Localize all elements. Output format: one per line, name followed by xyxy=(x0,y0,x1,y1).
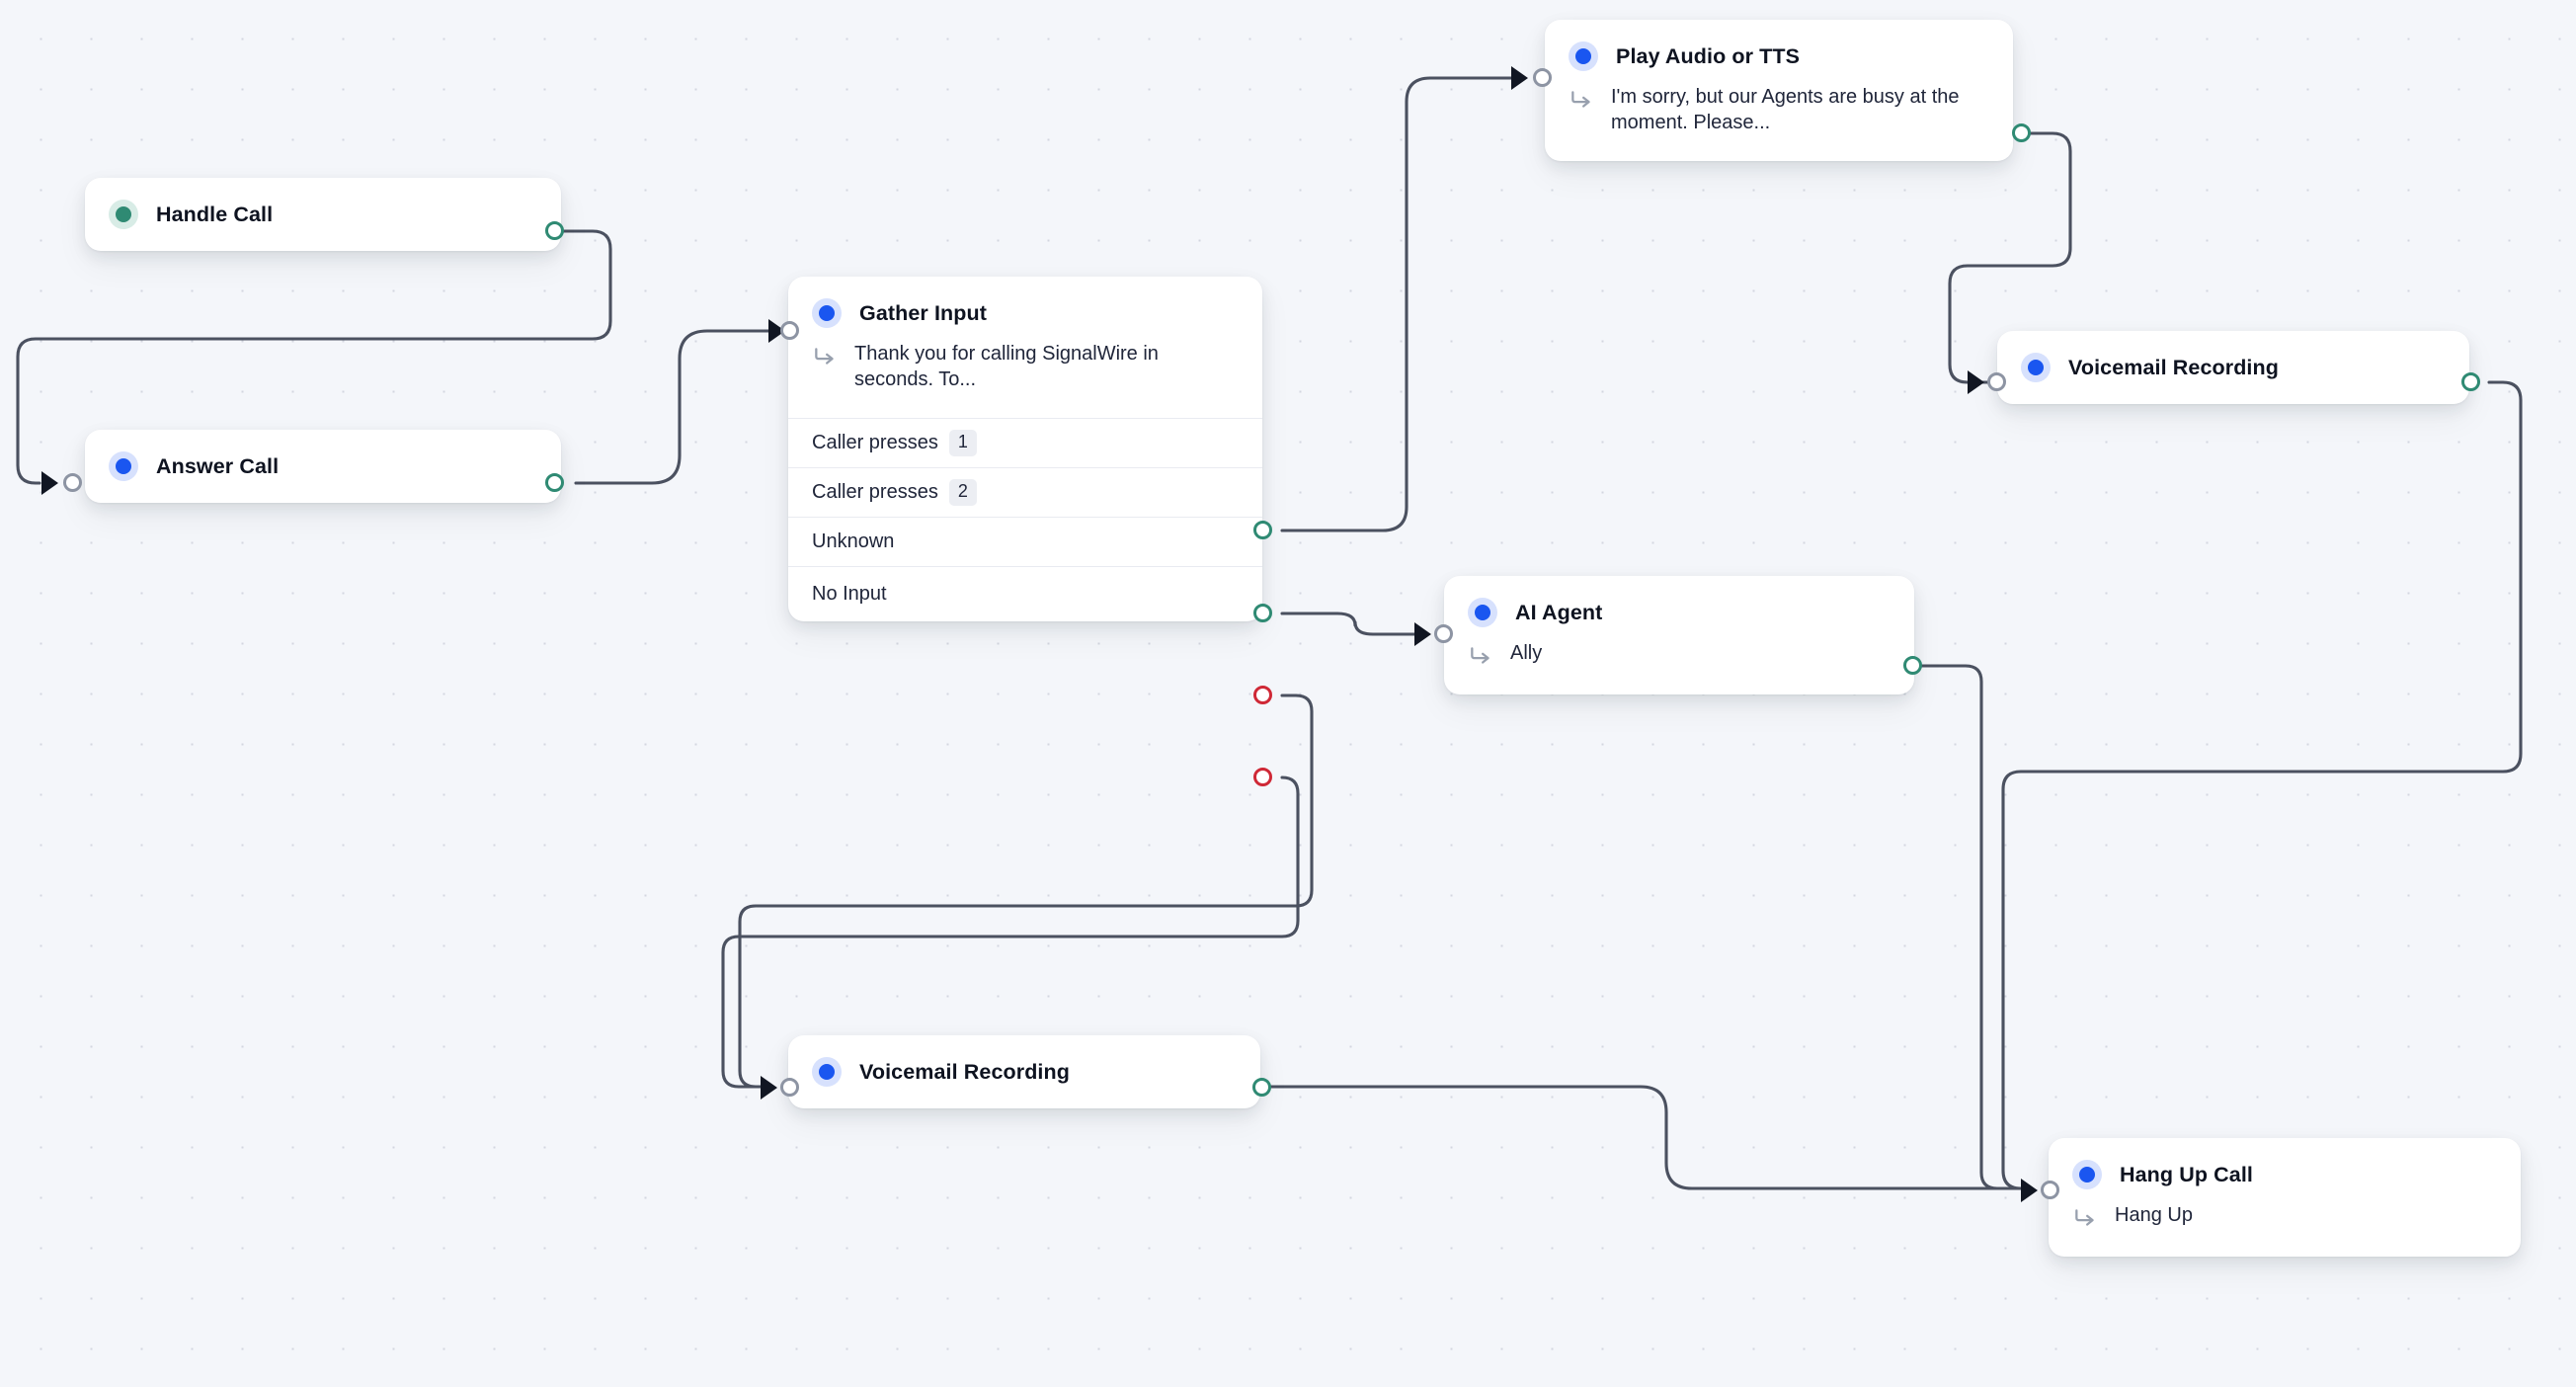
status-dot-blue-icon xyxy=(2072,1160,2102,1189)
arrow-turn-down-right-icon xyxy=(1569,87,1594,113)
edge-presses-1-to-play-audio xyxy=(1280,76,1513,532)
option-row-caller-presses-2[interactable]: Caller presses 2 xyxy=(788,467,1262,517)
node-subtitle-row: Ally xyxy=(1444,641,1914,694)
port-out-answer-call[interactable] xyxy=(545,473,564,492)
option-row-caller-presses-1[interactable]: Caller presses 1 xyxy=(788,418,1262,467)
node-title: Answer Call xyxy=(156,453,280,478)
port-in-hang-up-call[interactable] xyxy=(2041,1181,2059,1199)
arrow-head-voicemail-bottom-in xyxy=(761,1076,777,1100)
status-dot-blue-icon xyxy=(1468,598,1497,627)
port-out-voicemail-recording-top[interactable] xyxy=(2461,372,2480,391)
status-dot-blue-icon xyxy=(812,1057,842,1087)
edge-unknown-to-voicemail-bottom xyxy=(738,694,1314,1089)
node-answer-call[interactable]: Answer Call xyxy=(85,430,561,503)
node-play-audio-or-tts[interactable]: Play Audio or TTS I'm sorry, but our Age… xyxy=(1545,20,2013,162)
node-title: AI Agent xyxy=(1515,600,1603,624)
node-ai-agent[interactable]: AI Agent Ally xyxy=(1444,576,1914,694)
arrow-turn-down-right-icon xyxy=(812,344,838,369)
node-handle-call[interactable]: Handle Call xyxy=(85,178,561,251)
arrow-head-voicemail-top-in xyxy=(1968,370,1984,394)
node-subtitle: Hang Up xyxy=(2115,1204,2193,1226)
option-label: Caller presses xyxy=(812,432,938,454)
edge-presses-2-to-ai-agent xyxy=(1280,612,1416,636)
node-title: Voicemail Recording xyxy=(859,1059,1070,1084)
edge-voicemail-bottom-to-hang-up xyxy=(1269,1085,2033,1190)
arrow-turn-down-right-icon xyxy=(2072,1205,2098,1231)
node-subtitle-row: I'm sorry, but our Agents are busy at th… xyxy=(1545,85,2013,161)
node-title: Handle Call xyxy=(156,202,274,226)
status-dot-blue-icon xyxy=(1569,41,1598,71)
node-header: Handle Call xyxy=(85,178,561,251)
port-in-answer-call[interactable] xyxy=(63,473,82,492)
node-voicemail-recording-top[interactable]: Voicemail Recording xyxy=(1997,331,2469,404)
option-label: Unknown xyxy=(812,530,895,553)
arrow-head-play-audio-in xyxy=(1511,66,1528,90)
arrow-head-hang-up-call-in xyxy=(2021,1179,2038,1202)
port-out-ai-agent[interactable] xyxy=(1903,656,1922,675)
option-badge: 2 xyxy=(948,479,977,506)
node-header: Gather Input xyxy=(788,277,1262,350)
node-subtitle: I'm sorry, but our Agents are busy at th… xyxy=(1611,86,1960,133)
port-out-caller-presses-1[interactable] xyxy=(1253,521,1272,539)
port-out-handle-call[interactable] xyxy=(545,221,564,240)
status-dot-green-icon xyxy=(109,200,138,229)
port-in-play-audio-or-tts[interactable] xyxy=(1533,68,1552,87)
node-header: Voicemail Recording xyxy=(788,1035,1260,1108)
node-gather-input[interactable]: Gather Input Thank you for calling Signa… xyxy=(788,277,1262,622)
option-row-unknown[interactable]: Unknown xyxy=(788,517,1262,566)
option-label: No Input xyxy=(812,583,887,606)
edge-voicemail-top-to-hang-up xyxy=(2001,380,2523,1190)
node-title: Play Audio or TTS xyxy=(1616,43,1801,68)
option-badge: 1 xyxy=(948,430,977,456)
node-subtitle: Ally xyxy=(1510,642,1543,664)
node-header: Voicemail Recording xyxy=(1997,331,2469,404)
port-in-gather-input[interactable] xyxy=(780,321,799,340)
edge-ai-agent-to-hang-up xyxy=(1920,664,2033,1190)
node-header: Answer Call xyxy=(85,430,561,503)
edge-answer-call-to-gather-input xyxy=(574,329,770,485)
port-out-no-input[interactable] xyxy=(1253,768,1272,786)
arrow-turn-down-right-icon xyxy=(1468,643,1493,669)
option-label: Caller presses xyxy=(812,481,938,504)
node-hang-up-call[interactable]: Hang Up Call Hang Up xyxy=(2049,1138,2521,1257)
node-subtitle-row: Hang Up xyxy=(2049,1203,2521,1257)
port-out-voicemail-recording-bottom[interactable] xyxy=(1252,1078,1271,1097)
status-dot-blue-icon xyxy=(812,298,842,328)
node-header: AI Agent xyxy=(1444,576,1914,649)
status-dot-blue-icon xyxy=(2021,353,2051,382)
port-out-play-audio-or-tts[interactable] xyxy=(2012,123,2031,142)
port-in-voicemail-recording-bottom[interactable] xyxy=(780,1078,799,1097)
arrow-head-answer-call-in xyxy=(41,471,58,495)
arrow-head-ai-agent-in xyxy=(1414,622,1431,646)
node-title: Gather Input xyxy=(859,300,988,325)
port-in-voicemail-recording-top[interactable] xyxy=(1987,372,2006,391)
port-in-ai-agent[interactable] xyxy=(1434,624,1453,643)
node-title: Voicemail Recording xyxy=(2068,355,2279,379)
node-subtitle: Thank you for calling SignalWire in seco… xyxy=(854,343,1159,390)
status-dot-blue-icon xyxy=(109,451,138,481)
node-header: Play Audio or TTS xyxy=(1545,20,2013,93)
port-out-unknown[interactable] xyxy=(1253,686,1272,704)
node-subtitle-row: Thank you for calling SignalWire in seco… xyxy=(788,342,1262,418)
port-out-caller-presses-2[interactable] xyxy=(1253,604,1272,622)
option-row-no-input[interactable]: No Input xyxy=(788,566,1262,621)
node-voicemail-recording-bottom[interactable]: Voicemail Recording xyxy=(788,1035,1260,1108)
node-title: Hang Up Call xyxy=(2120,1162,2253,1186)
node-header: Hang Up Call xyxy=(2049,1138,2521,1211)
